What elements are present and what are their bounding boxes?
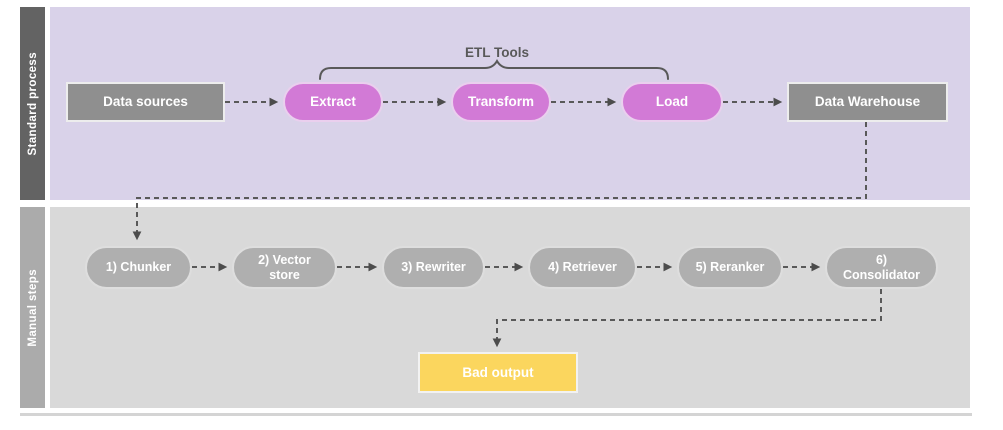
node-transform: Transform [451, 82, 551, 122]
node-consolidator-label: 6) Consolidator [842, 253, 921, 282]
node-reranker-label: 5) Reranker [695, 260, 765, 275]
node-bad-output-label: Bad output [462, 364, 534, 380]
node-load: Load [621, 82, 723, 122]
node-bad-output: Bad output [418, 352, 578, 393]
node-chunker: 1) Chunker [85, 246, 192, 289]
node-retriever-label: 4) Retriever [548, 260, 617, 275]
node-data-sources: Data sources [66, 82, 225, 122]
node-rewriter-label: 3) Rewriter [401, 260, 466, 275]
lane-bar-manual-steps: Manual steps [20, 207, 45, 408]
node-vector-store-label: 2) Vector store [258, 253, 311, 282]
node-reranker: 5) Reranker [677, 246, 783, 289]
lane-label-standard-process: Standard process [26, 51, 39, 156]
etl-tools-caption: ETL Tools [465, 45, 529, 60]
node-retriever: 4) Retriever [528, 246, 637, 289]
node-data-sources-label: Data sources [103, 94, 188, 110]
lane-label-manual-steps: Manual steps [26, 268, 39, 347]
node-chunker-label: 1) Chunker [105, 260, 172, 275]
node-consolidator: 6) Consolidator [825, 246, 938, 289]
bottom-divider [20, 413, 972, 416]
node-load-label: Load [655, 94, 689, 110]
node-extract-label: Extract [310, 94, 356, 110]
node-data-warehouse-label: Data Warehouse [814, 94, 921, 110]
node-extract: Extract [283, 82, 383, 122]
lane-bar-standard-process: Standard process [20, 7, 45, 200]
node-vector-store: 2) Vector store [232, 246, 337, 289]
node-rewriter: 3) Rewriter [382, 246, 485, 289]
node-data-warehouse: Data Warehouse [787, 82, 948, 122]
node-transform-label: Transform [467, 94, 535, 110]
